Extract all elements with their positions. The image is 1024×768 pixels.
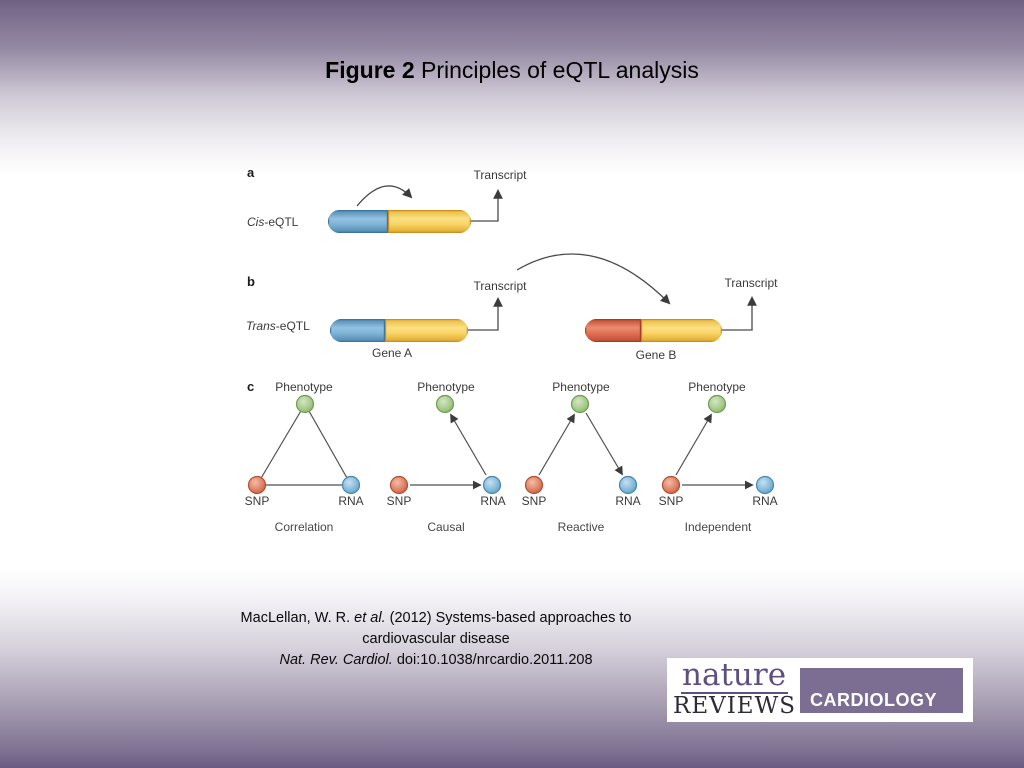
rna-node-causal bbox=[482, 475, 502, 495]
snp-node-reactive bbox=[524, 475, 544, 495]
rna-node-correlation bbox=[341, 475, 361, 495]
diagram-causal: Phenotype SNP RNA Causal bbox=[382, 375, 512, 540]
gene-b-label: Gene B bbox=[635, 348, 677, 362]
panel-b-letter: b bbox=[247, 274, 255, 289]
panel-a-letter: a bbox=[247, 165, 255, 180]
slide-title-rest: Principles of eQTL analysis bbox=[414, 57, 699, 83]
nature-reviews-cardiology-logo: nature REVIEWS CARDIOLOGY bbox=[667, 658, 973, 722]
journal-name-box: CARDIOLOGY bbox=[800, 668, 963, 713]
rna-node-reactive bbox=[618, 475, 638, 495]
snp-label: SNP bbox=[244, 494, 270, 508]
diagram-caption: Reactive bbox=[557, 520, 605, 534]
phenotype-node-causal bbox=[435, 394, 455, 414]
rna-node-independent bbox=[755, 475, 775, 495]
snp-node-independent bbox=[661, 475, 681, 495]
diagram-caption: Correlation bbox=[274, 520, 334, 534]
gene-b-snp-segment bbox=[585, 319, 641, 342]
cis-snp-segment bbox=[328, 210, 388, 233]
gene-b-transcript-arrow bbox=[722, 296, 757, 331]
snp-node-correlation bbox=[247, 475, 267, 495]
cis-transcript-arrow bbox=[471, 189, 503, 222]
gene-a-transcript-arrow bbox=[468, 297, 503, 331]
diagram-caption: Causal bbox=[427, 520, 465, 534]
diagram-reactive: Phenotype SNP RNA Reactive bbox=[517, 375, 647, 540]
citation-line-2: Nat. Rev. Cardiol. doi:10.1038/nrcardio.… bbox=[279, 652, 593, 668]
citation-line-1: MacLellan, W. R. et al. (2012) Systems-b… bbox=[240, 610, 632, 647]
diagram-correlation: Phenotype SNP RNA Correlation bbox=[240, 375, 370, 540]
eqtl-figure: a Transcript Cis-eQTL b Transcript Trans… bbox=[240, 160, 800, 552]
trans-eqtl-row-label: Trans-eQTL bbox=[246, 319, 310, 333]
trans-regulation-arc-arrow bbox=[516, 253, 671, 305]
phenotype-node-independent bbox=[707, 394, 727, 414]
nature-reviews-wordmark: nature REVIEWS bbox=[667, 658, 800, 722]
gene-a-snp-segment bbox=[330, 319, 385, 342]
gene-b-transcript-label: Transcript bbox=[724, 276, 778, 290]
nature-logo-text: nature bbox=[681, 657, 789, 694]
phenotype-node-reactive bbox=[570, 394, 590, 414]
journal-name-text: CARDIOLOGY bbox=[810, 690, 938, 710]
correlation-edge-phenotype-rna bbox=[304, 403, 352, 486]
slide-title-bold: Figure 2 bbox=[325, 57, 415, 83]
phenotype-label: Phenotype bbox=[417, 380, 475, 394]
rna-label: RNA bbox=[615, 494, 641, 508]
citation: MacLellan, W. R. et al. (2012) Systems-b… bbox=[196, 608, 676, 671]
gene-a-body-segment bbox=[385, 319, 468, 342]
gene-a-label: Gene A bbox=[371, 346, 413, 360]
correlation-edge-snp-phenotype bbox=[256, 403, 306, 486]
rna-label: RNA bbox=[480, 494, 506, 508]
snp-label: SNP bbox=[521, 494, 547, 508]
rna-label: RNA bbox=[338, 494, 364, 508]
top-gradient-band bbox=[0, 0, 1024, 175]
phenotype-node-correlation bbox=[295, 394, 315, 414]
causal-arrow-rna-phenotype bbox=[450, 413, 487, 476]
phenotype-label: Phenotype bbox=[552, 380, 610, 394]
snp-label: SNP bbox=[658, 494, 684, 508]
reviews-logo-text: REVIEWS bbox=[673, 693, 796, 719]
cis-eqtl-gene-pill bbox=[328, 210, 471, 233]
panel-c-letter: c bbox=[247, 379, 255, 394]
gene-b-pill bbox=[585, 319, 722, 342]
diagram-caption: Independent bbox=[684, 520, 752, 534]
phenotype-label: Phenotype bbox=[275, 380, 333, 394]
phenotype-label: Phenotype bbox=[688, 380, 746, 394]
figure-linework bbox=[247, 185, 775, 495]
reactive-arrow-snp-phenotype bbox=[538, 413, 575, 476]
snp-node-causal bbox=[389, 475, 409, 495]
slide-title: Figure 2 Principles of eQTL analysis bbox=[0, 57, 1024, 84]
rna-label: RNA bbox=[752, 494, 778, 508]
gene-b-body-segment bbox=[641, 319, 722, 342]
gene-a-transcript-label: Transcript bbox=[473, 279, 527, 293]
cis-gene-body-segment bbox=[388, 210, 471, 233]
snp-label: SNP bbox=[386, 494, 412, 508]
independent-arrow-snp-phenotype bbox=[675, 413, 712, 476]
reactive-arrow-phenotype-rna bbox=[585, 412, 623, 476]
diagram-independent: Phenotype SNP RNA Independent bbox=[654, 375, 784, 540]
cis-eqtl-row-label: Cis-eQTL bbox=[247, 215, 299, 229]
gene-a-pill bbox=[330, 319, 468, 342]
cis-transcript-label: Transcript bbox=[473, 168, 527, 182]
cis-regulation-arc-arrow bbox=[356, 185, 413, 207]
